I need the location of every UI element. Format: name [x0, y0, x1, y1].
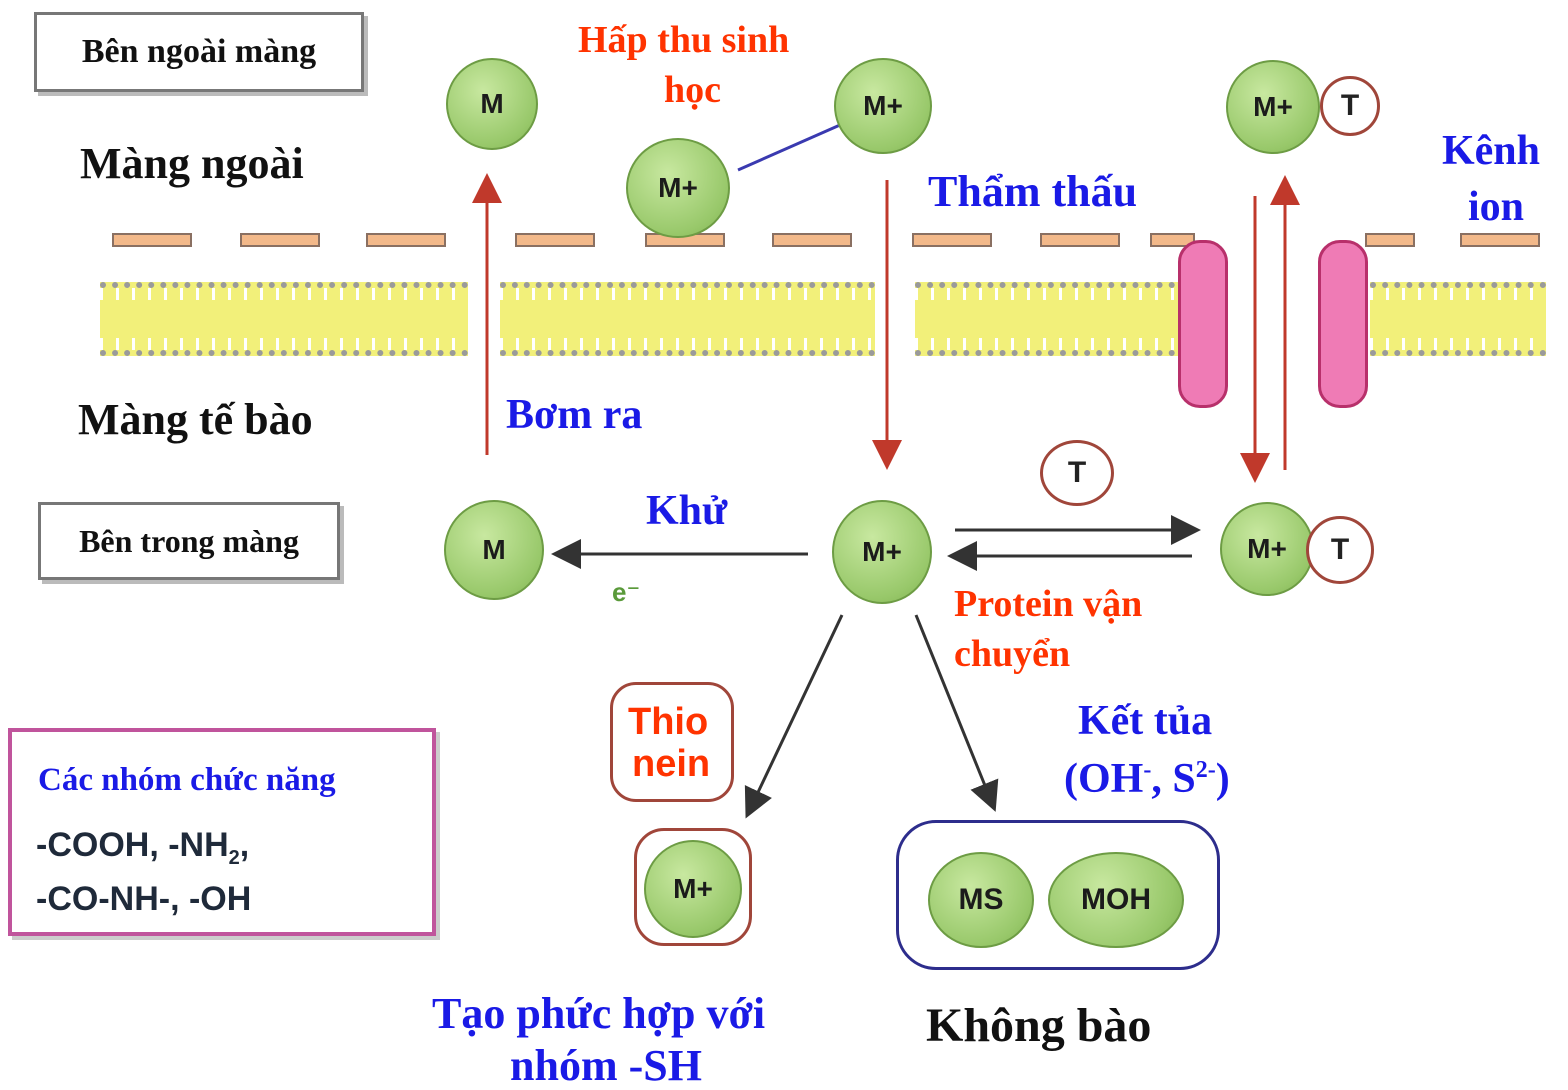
- ion-symbol: M+: [1247, 533, 1287, 564]
- pump-out-label: Bơm ra: [506, 392, 643, 438]
- outer-membrane-segment: [1365, 233, 1415, 247]
- ion-m-plus-outside: M+: [834, 58, 932, 154]
- inside-membrane-label: Bên trong màng: [79, 522, 299, 559]
- ion-symbol: M+: [863, 90, 903, 121]
- ion-m-plus-complex: M+: [644, 840, 742, 938]
- precipitate-ms: MS: [928, 852, 1034, 948]
- transport-protein-label-line2: chuyển: [954, 633, 1071, 675]
- lipid-bilayer-segment: [1370, 282, 1546, 356]
- vacuole-box: [896, 820, 1220, 970]
- vacuole-label: Không bào: [926, 999, 1152, 1052]
- transporter-symbol: T: [1340, 89, 1360, 122]
- osmosis-label: Thẩm thấu: [928, 167, 1138, 216]
- precipitate-oh: (OH: [1064, 756, 1144, 802]
- transporter-t-free: T: [1040, 440, 1114, 506]
- precipitate-s-charge: 2-: [1195, 757, 1216, 783]
- outer-membrane-segment: [112, 233, 192, 247]
- transporter-t-outside: T: [1320, 76, 1380, 136]
- electron-label: e⁻: [612, 577, 641, 607]
- compound-symbol: MOH: [1081, 883, 1151, 916]
- functional-groups-nh-subscript: 2: [228, 846, 240, 869]
- ion-symbol: M+: [658, 172, 698, 203]
- precipitate-s: , S: [1151, 756, 1196, 802]
- outer-membrane-segment: [240, 233, 320, 247]
- bioabsorption-label-line2: học: [664, 69, 721, 111]
- ion-symbol: M+: [1253, 91, 1293, 122]
- ion-symbol: M+: [862, 536, 902, 567]
- outer-membrane-segment: [912, 233, 992, 247]
- functional-groups-line2: -CO-NH-, -OH: [36, 880, 252, 918]
- complex-arrow: [744, 614, 844, 819]
- outside-membrane-box: Bên ngoài màng: [34, 12, 364, 92]
- thionein-label-line1: Thio: [628, 701, 709, 743]
- cell-membrane-label: Màng tế bào: [78, 395, 313, 444]
- complex-box: [634, 828, 752, 946]
- ion-m-inside: M: [444, 500, 544, 600]
- precipitate-label-line1: Kết tủa: [1078, 698, 1212, 744]
- transport-protein-label-line1: Protein vận: [954, 583, 1143, 625]
- complex-label-line2: nhóm -SH: [510, 1041, 702, 1090]
- precipitate-oh-charge: -: [1143, 757, 1152, 783]
- ion-channel-label-line2: ion: [1468, 184, 1525, 230]
- transporter-symbol: T: [1330, 533, 1350, 566]
- transporter-t-bound: T: [1306, 516, 1374, 584]
- outer-membrane-label: Màng ngoài: [80, 139, 304, 188]
- outer-membrane-segment: [1040, 233, 1120, 247]
- ion-symbol: M: [482, 534, 506, 565]
- precipitate-moh: MOH: [1048, 852, 1184, 948]
- compound-symbol: MS: [958, 883, 1004, 916]
- precipitate-close: ): [1215, 756, 1230, 802]
- outer-membrane-segment: [515, 233, 595, 247]
- thionein-label-line2: nein: [632, 743, 711, 785]
- ion-m-plus-central: M+: [832, 500, 932, 604]
- functional-groups-comma: ,: [239, 826, 250, 864]
- outer-membrane-segment: [772, 233, 852, 247]
- ion-channel-protein: [1178, 240, 1228, 408]
- outer-membrane-segment: [1460, 233, 1540, 247]
- ion-m-plus-channel-out: M+: [1226, 60, 1320, 154]
- ion-m-plus-absorbed: M+: [626, 138, 730, 238]
- lipid-bilayer-segment: [100, 282, 468, 356]
- outside-membrane-label: Bên ngoài màng: [81, 33, 317, 70]
- transporter-symbol: T: [1067, 456, 1087, 489]
- ion-channel-protein: [1318, 240, 1368, 408]
- bioabsorption-label-line1: Hấp thu sinh: [578, 19, 790, 61]
- ion-m-plus-bound: M+: [1220, 502, 1314, 596]
- lipid-bilayer-segment: [500, 282, 875, 356]
- ion-symbol: M+: [673, 873, 713, 904]
- ion-symbol: M: [480, 88, 504, 119]
- ion-m-outside: M: [446, 58, 538, 150]
- precipitate-arrow: [914, 614, 999, 812]
- precipitate-label-line2: (OH-, S2-): [1064, 756, 1230, 802]
- reduction-label: Khử: [646, 488, 728, 534]
- bioabsorption-line: [737, 123, 841, 172]
- inside-membrane-box: Bên trong màng: [38, 502, 340, 580]
- functional-groups-cooh-nh: -COOH, -NH: [36, 826, 229, 864]
- complex-label-line1: Tạo phức hợp với: [432, 989, 766, 1038]
- ion-channel-label-line1: Kênh: [1442, 128, 1541, 174]
- functional-groups-box: Các nhóm chức năng -COOH, -NH2, -CO-NH-,…: [8, 728, 436, 936]
- thionein-box: [610, 682, 734, 802]
- functional-groups-title: Các nhóm chức năng: [38, 762, 336, 798]
- precipitate-title: Kết tủa: [1078, 698, 1213, 744]
- functional-groups-line1: -COOH, -NH2,: [36, 826, 249, 870]
- outer-membrane-segment: [366, 233, 446, 247]
- lipid-bilayer-segment: [915, 282, 1187, 356]
